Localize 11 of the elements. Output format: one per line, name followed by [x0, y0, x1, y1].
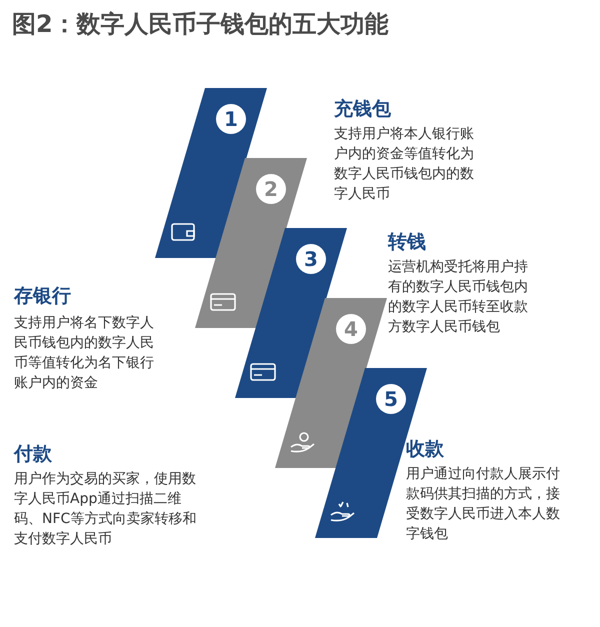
heading: 转钱	[388, 230, 426, 255]
description: 用户作为交易的买家，使用数字人民币App通过扫描二维码、NFC等方式向卖家转移和支付数字人民币	[14, 470, 198, 549]
heading: 付款	[14, 442, 52, 467]
description: 用户通过向付款人展示付款码供其扫描的方式，接受数字人民币进入本人数字钱包	[406, 465, 561, 544]
description: 支持用户将名下数字人民币钱包内的数字人民币等值转化为名下银行账户内的资金	[14, 314, 155, 393]
description: 支持用户将本人银行账户内的资金等值转化为数字人民币钱包内的数字人民币	[334, 125, 475, 204]
heading: 充钱包	[334, 97, 391, 122]
title: 图2：数字人民币子钱包的五大功能	[12, 9, 389, 40]
heading: 存银行	[14, 284, 71, 309]
heading: 收款	[406, 437, 444, 462]
description: 运营机构受托将用户持有的数字人民币钱包内的数字人民币转至收款方数字人民币钱包	[388, 258, 529, 337]
